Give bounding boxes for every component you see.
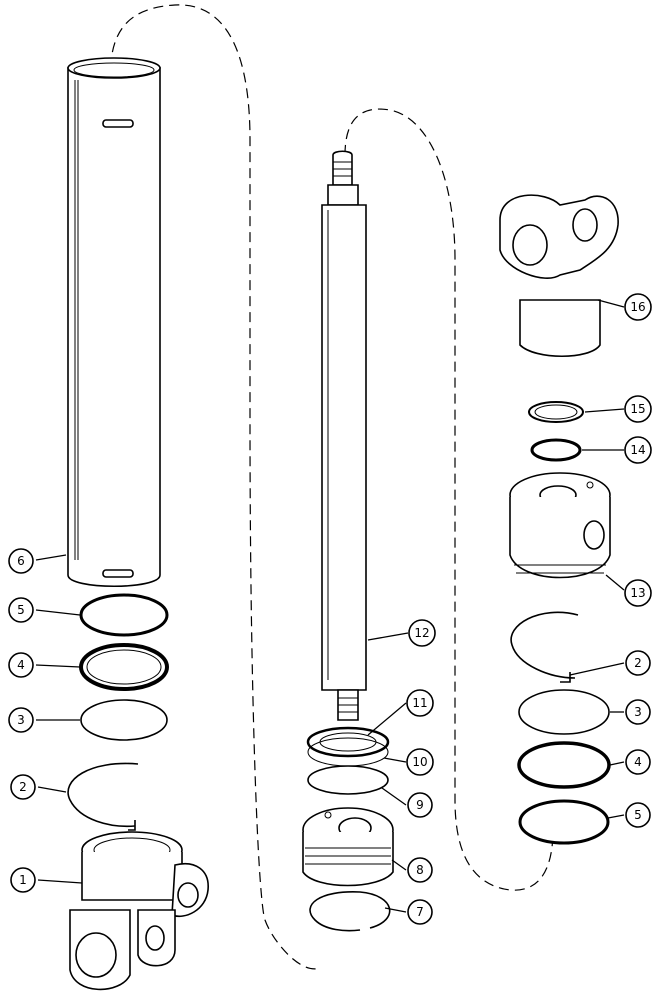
assembly-line-barrel bbox=[109, 4, 321, 970]
svg-text:4: 4 bbox=[634, 755, 642, 769]
callout-4-left: 4 bbox=[8, 652, 34, 678]
ring-5-left bbox=[79, 593, 169, 637]
svg-text:16: 16 bbox=[630, 300, 645, 314]
piston bbox=[302, 807, 394, 887]
leader-lines bbox=[35, 299, 625, 913]
callout-7: 7 bbox=[407, 899, 433, 925]
callout-6: 6 bbox=[8, 548, 34, 574]
svg-text:5: 5 bbox=[17, 603, 25, 617]
rod-clevis bbox=[499, 194, 619, 358]
snap-ring-2-right bbox=[510, 611, 579, 683]
svg-text:13: 13 bbox=[630, 586, 645, 600]
callout-16: 16 bbox=[624, 293, 652, 321]
svg-text:5: 5 bbox=[634, 808, 642, 822]
callout-15: 15 bbox=[624, 395, 652, 423]
callout-2-left: 2 bbox=[10, 774, 36, 800]
snap-ring-7 bbox=[309, 891, 391, 932]
barrel-tube bbox=[67, 57, 161, 588]
ring-4-left bbox=[79, 643, 169, 691]
callout-11: 11 bbox=[406, 689, 434, 717]
callout-9: 9 bbox=[407, 792, 433, 818]
svg-text:8: 8 bbox=[416, 863, 424, 877]
svg-text:11: 11 bbox=[412, 696, 427, 710]
callout-3-right: 3 bbox=[625, 699, 651, 725]
snap-ring-2-left bbox=[67, 762, 139, 831]
callout-14: 14 bbox=[624, 436, 652, 464]
ring-5-right bbox=[518, 799, 610, 845]
svg-text:2: 2 bbox=[19, 780, 27, 794]
svg-text:3: 3 bbox=[634, 705, 642, 719]
svg-text:3: 3 bbox=[17, 713, 25, 727]
callout-1: 1 bbox=[10, 867, 36, 893]
svg-text:15: 15 bbox=[630, 402, 645, 416]
callout-5-left: 5 bbox=[8, 597, 34, 623]
seal-14 bbox=[530, 438, 582, 462]
ring-3-left bbox=[80, 699, 168, 741]
callout-5-right: 5 bbox=[625, 802, 651, 828]
callout-4-right: 4 bbox=[625, 749, 651, 775]
ring-4-right bbox=[517, 741, 611, 789]
svg-text:9: 9 bbox=[416, 798, 424, 812]
ring-9 bbox=[307, 765, 389, 795]
callout-2-right: 2 bbox=[625, 650, 651, 676]
callout-10: 10 bbox=[406, 748, 434, 776]
svg-text:4: 4 bbox=[17, 658, 25, 672]
svg-text:14: 14 bbox=[630, 443, 645, 457]
rod-guide bbox=[509, 472, 611, 579]
callout-13: 13 bbox=[624, 579, 652, 607]
callout-12: 12 bbox=[408, 619, 436, 647]
svg-text:7: 7 bbox=[416, 905, 424, 919]
seal-15 bbox=[528, 401, 584, 423]
piston-rod bbox=[321, 150, 367, 721]
svg-text:10: 10 bbox=[412, 755, 427, 769]
callout-3-left: 3 bbox=[8, 707, 34, 733]
callout-8: 8 bbox=[407, 857, 433, 883]
svg-text:12: 12 bbox=[414, 626, 429, 640]
svg-text:6: 6 bbox=[17, 554, 25, 568]
end-cap bbox=[69, 831, 209, 991]
svg-text:2: 2 bbox=[634, 656, 642, 670]
svg-text:1: 1 bbox=[19, 873, 27, 887]
ring-3-right bbox=[518, 689, 610, 735]
